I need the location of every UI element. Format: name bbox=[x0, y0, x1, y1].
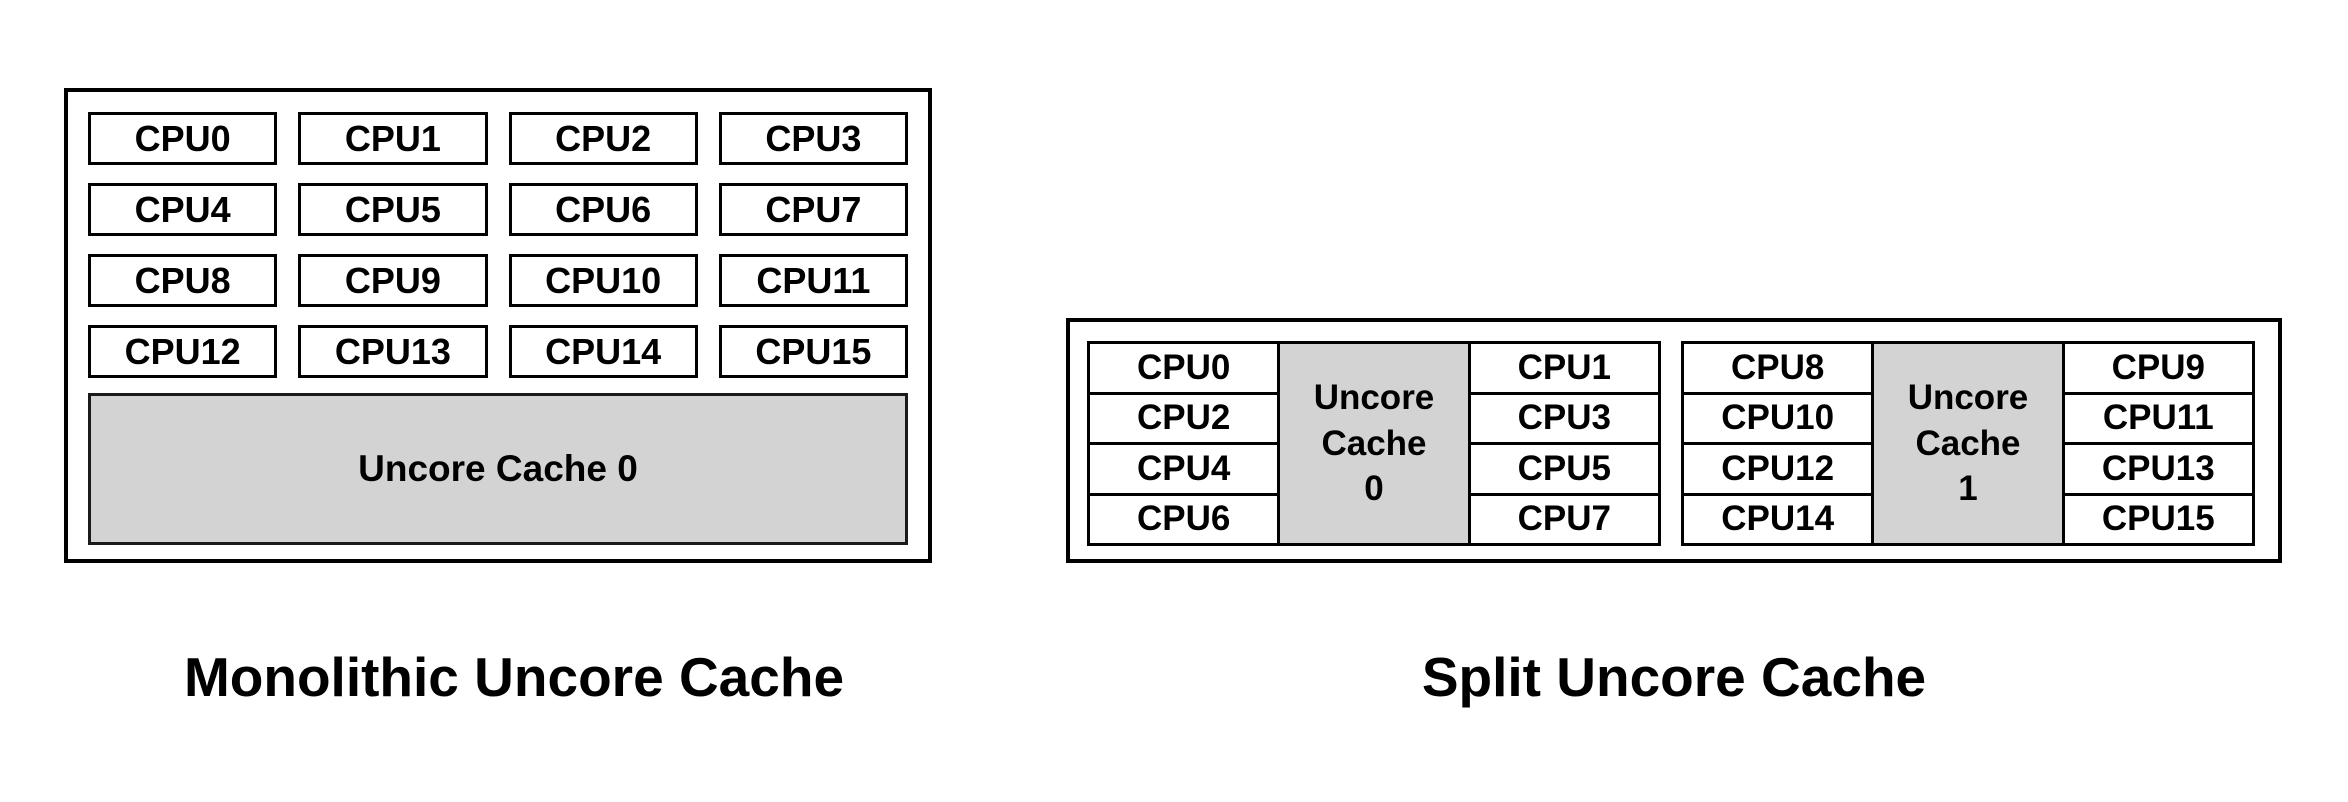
cpu-box: CPU6 bbox=[508, 183, 698, 236]
cpu-cell: CPU6 bbox=[1090, 495, 1278, 543]
cpu-box: CPU12 bbox=[88, 325, 278, 378]
cpu-box: CPU11 bbox=[718, 254, 908, 307]
monolithic-cpu-grid: CPU0 CPU1 CPU2 CPU3 CPU4 CPU5 CPU6 CPU7 … bbox=[88, 112, 908, 378]
cpu-cell: CPU12 bbox=[1684, 445, 1872, 493]
cpu-box: CPU10 bbox=[508, 254, 698, 307]
cpu-cell: CPU1 bbox=[1470, 344, 1658, 392]
cpu-cell: CPU2 bbox=[1090, 394, 1278, 442]
monolithic-uncore-panel: CPU0 CPU1 CPU2 CPU3 CPU4 CPU5 CPU6 CPU7 … bbox=[64, 88, 932, 563]
cpu-cell: CPU11 bbox=[2064, 394, 2252, 442]
cpu-box: CPU13 bbox=[298, 325, 488, 378]
cpu-cell: CPU8 bbox=[1684, 344, 1872, 392]
cpu-box: CPU9 bbox=[298, 254, 488, 307]
cpu-cell: CPU3 bbox=[1470, 394, 1658, 442]
split-caption: Split Uncore Cache bbox=[1421, 646, 1927, 708]
cpu-cell: CPU13 bbox=[2064, 445, 2252, 493]
uncore-cache-0-box: Uncore Cache 0 bbox=[88, 393, 908, 545]
cpu-cell: CPU10 bbox=[1684, 394, 1872, 442]
uncore-cache-0-cell: Uncore Cache 0 bbox=[1280, 344, 1468, 543]
split-cluster-1: CPU8 CPU10 CPU12 CPU14 Uncore Cache 1 CP… bbox=[1681, 341, 2255, 546]
cpu-box: CPU15 bbox=[718, 325, 908, 378]
cpu-cell: CPU5 bbox=[1470, 445, 1658, 493]
cpu-cell: CPU4 bbox=[1090, 445, 1278, 493]
cpu-cell: CPU0 bbox=[1090, 344, 1278, 392]
cpu-box: CPU14 bbox=[508, 325, 698, 378]
cpu-box: CPU7 bbox=[718, 183, 908, 236]
cpu-box: CPU0 bbox=[88, 112, 278, 165]
split-cluster-0: CPU0 CPU2 CPU4 CPU6 Uncore Cache 0 CPU1 … bbox=[1087, 341, 1661, 546]
cpu-cell: CPU9 bbox=[2064, 344, 2252, 392]
split-uncore-panel: CPU0 CPU2 CPU4 CPU6 Uncore Cache 0 CPU1 … bbox=[1066, 318, 2282, 563]
monolithic-caption: Monolithic Uncore Cache bbox=[183, 646, 845, 708]
cpu-cell: CPU7 bbox=[1470, 495, 1658, 543]
cpu-box: CPU1 bbox=[298, 112, 488, 165]
cpu-box: CPU8 bbox=[88, 254, 278, 307]
cpu-cell: CPU15 bbox=[2064, 495, 2252, 543]
cpu-box: CPU3 bbox=[718, 112, 908, 165]
cpu-cell: CPU14 bbox=[1684, 495, 1872, 543]
cpu-box: CPU2 bbox=[508, 112, 698, 165]
uncore-cache-1-cell: Uncore Cache 1 bbox=[1874, 344, 2062, 543]
cpu-box: CPU5 bbox=[298, 183, 488, 236]
cpu-box: CPU4 bbox=[88, 183, 278, 236]
